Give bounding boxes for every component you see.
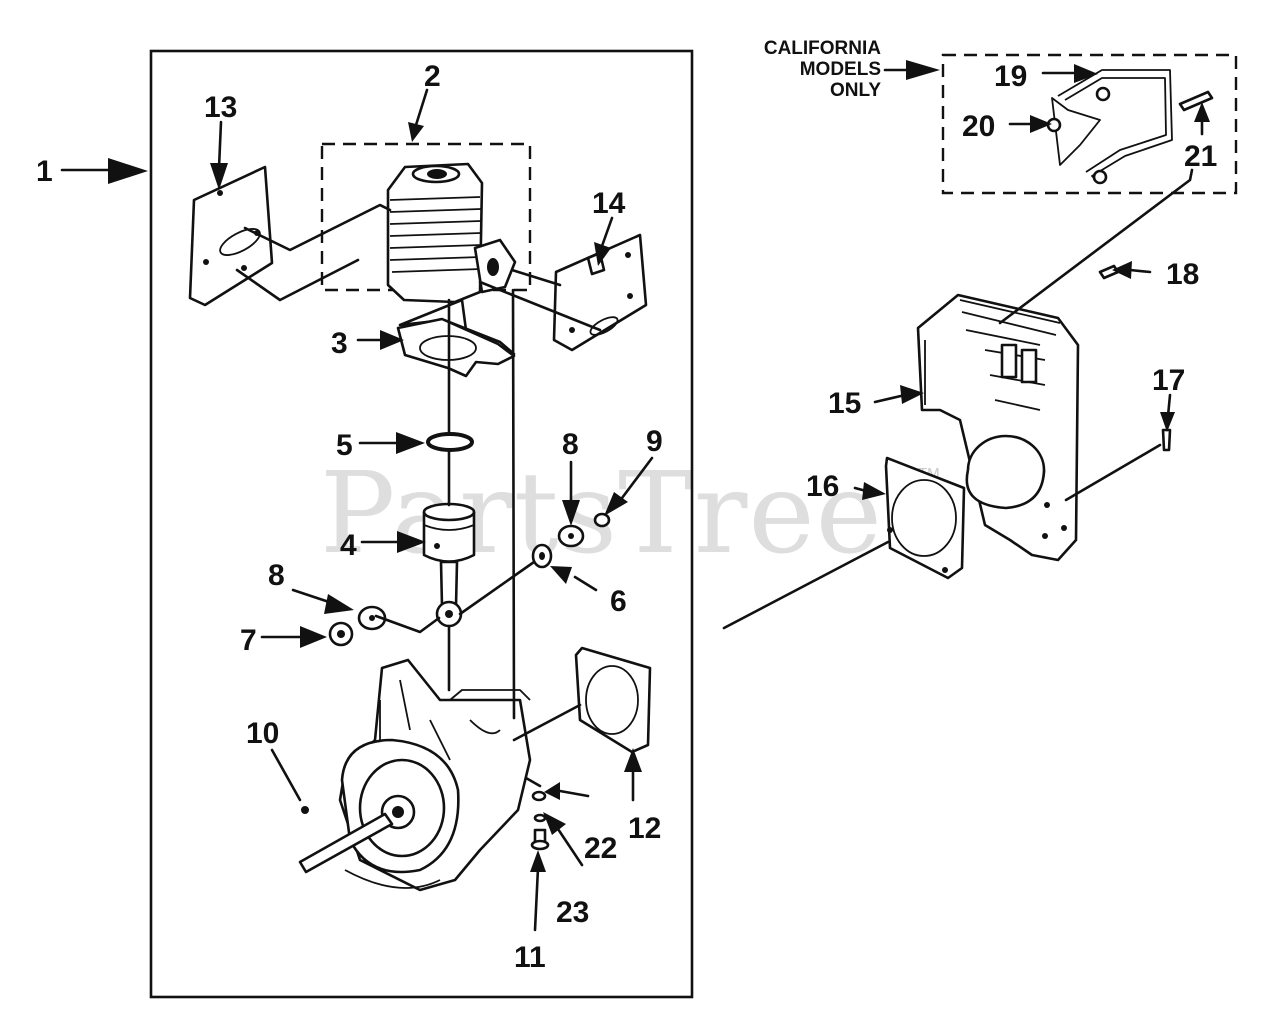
callout-21: 21 <box>1184 140 1217 173</box>
crankcase <box>298 658 532 892</box>
muffler-gasket-16 <box>884 456 966 580</box>
callout-8-left: 8 <box>268 559 285 592</box>
note-line-3: ONLY <box>830 80 881 101</box>
callout-20: 20 <box>962 110 995 143</box>
callout-3: 3 <box>331 327 348 360</box>
callout-labels: 1 2 3 4 5 6 7 8 8 9 10 11 12 13 14 15 16… <box>36 60 1217 974</box>
callout-13: 13 <box>204 91 237 124</box>
callout-15: 15 <box>828 387 861 420</box>
callout-12: 12 <box>628 812 661 845</box>
note-line-1: CALIFORNIA <box>764 38 881 59</box>
piston-pin-parts-right <box>531 512 611 569</box>
screw-11-assembly <box>530 790 550 851</box>
watermark: PartsTree TM <box>320 449 940 579</box>
callout-11: 11 <box>514 941 546 974</box>
callout-19: 19 <box>994 60 1027 93</box>
muffler <box>916 293 1080 562</box>
callout-18: 18 <box>1166 258 1199 291</box>
piston <box>422 502 476 563</box>
callout-8-right: 8 <box>562 428 579 461</box>
screw-10 <box>301 806 309 814</box>
callout-16: 16 <box>806 470 839 503</box>
callout-22: 22 <box>584 832 617 865</box>
callout-2: 2 <box>424 60 441 93</box>
callout-5: 5 <box>336 429 353 462</box>
callout-6: 6 <box>610 585 627 618</box>
callout-9: 9 <box>646 425 663 458</box>
callout-1: 1 <box>36 155 53 188</box>
engine-assembly-frame <box>149 49 694 999</box>
callout-arrows <box>60 60 1210 932</box>
piston-ring <box>426 432 474 452</box>
gasket-13 <box>188 165 274 307</box>
callout-23: 23 <box>556 896 589 929</box>
california-note: CALIFORNIA MODELS ONLY <box>764 38 881 101</box>
callout-17: 17 <box>1152 364 1185 397</box>
cylinder-kit-dashed-box <box>320 142 532 292</box>
note-line-2: MODELS <box>800 59 881 80</box>
screw-17 <box>1161 428 1172 452</box>
screw-18 <box>1098 264 1120 280</box>
callout-14: 14 <box>592 187 626 220</box>
crankcase-gasket-12 <box>574 646 652 754</box>
callout-7: 7 <box>240 624 257 657</box>
california-parts <box>1046 69 1214 185</box>
connecting-rod <box>435 560 463 628</box>
assembly-lines <box>235 168 1194 788</box>
gasket-3 <box>396 298 516 378</box>
california-parts-dashed-box <box>941 53 1238 195</box>
piston-pin-parts-left <box>328 605 387 647</box>
callout-4: 4 <box>340 529 357 562</box>
cylinder <box>386 162 517 304</box>
callout-10: 10 <box>246 717 279 750</box>
